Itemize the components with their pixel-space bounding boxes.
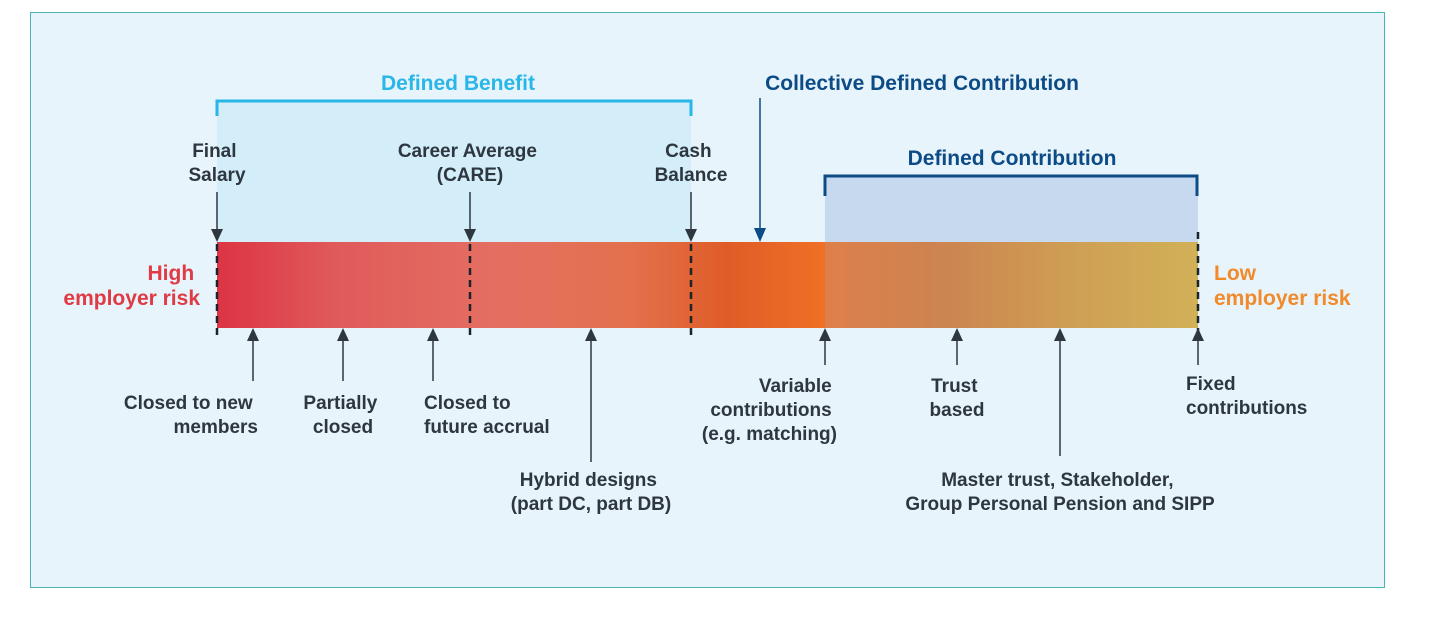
career-average-label: Career Average (CARE)	[398, 141, 542, 186]
variable-contributions-label: Variable contributions (e.g. matching)	[702, 376, 837, 445]
db-bracket	[215, 99, 693, 116]
dashed-markers	[215, 232, 1200, 340]
collective-dc-heading: Collective Defined Contribution	[765, 72, 1079, 95]
top-arrows	[211, 192, 697, 242]
dc-bar-overlay	[825, 242, 1198, 328]
bottom-arrows	[247, 328, 1204, 462]
dc-region	[825, 176, 1198, 243]
high-risk-label: High employer risk	[63, 262, 200, 310]
closed-future-accrual-label: Closed to future accrual	[424, 393, 550, 438]
defined-benefit-heading: Defined Benefit	[381, 72, 535, 95]
master-trust-label: Master trust, Stakeholder, Group Persona…	[905, 470, 1215, 515]
defined-contribution-heading: Defined Contribution	[908, 147, 1117, 170]
fixed-contributions-label: Fixed contributions	[1186, 374, 1307, 419]
partially-closed-label: Partially closed	[303, 393, 382, 438]
hybrid-designs-label: Hybrid designs (part DC, part DB)	[511, 470, 671, 515]
closed-new-members-label: Closed to new members	[124, 393, 258, 438]
cdc-arrow	[754, 98, 766, 242]
trust-based-label: Trust based	[930, 376, 985, 421]
db-region	[217, 101, 691, 243]
final-salary-label: Final Salary	[188, 141, 245, 186]
risk-gradient-bar	[217, 242, 1198, 328]
cash-balance-label: Cash Balance	[655, 141, 728, 186]
dc-bracket	[823, 174, 1199, 196]
low-risk-label: Low employer risk	[1214, 262, 1351, 310]
